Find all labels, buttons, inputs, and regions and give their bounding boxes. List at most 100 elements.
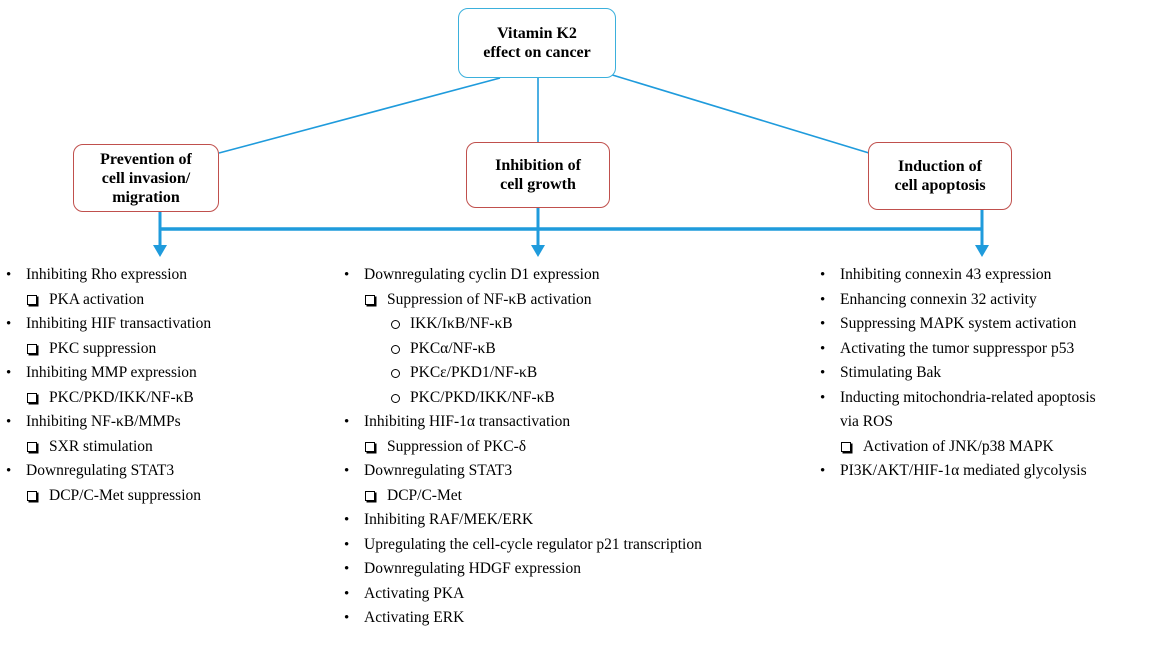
list-item: •Inhibiting HIF-1α transactivation: [344, 410, 702, 435]
checkbox-bullet-icon: [365, 490, 375, 501]
bullet-icon: •: [344, 267, 350, 283]
bullet-icon: •: [344, 561, 350, 577]
checkbox-bullet-icon: [27, 392, 37, 403]
sub-sub-item: PKCα/NF-κB: [344, 337, 702, 362]
list-item: •Activating ERK: [344, 606, 702, 631]
bullet-icon: •: [344, 585, 350, 602]
sub-sub-item-text: PKCα/NF-κB: [410, 339, 496, 357]
bullet-icon: •: [6, 316, 12, 332]
sub-sub-item: PKCε/PKD1/NF-κB: [344, 361, 702, 386]
list-item: •Downregulating cyclin D1 expression: [344, 263, 702, 288]
circle-bullet-icon: [391, 369, 400, 378]
list-item: •Inducting mitochondria-related apoptosi…: [820, 386, 1096, 411]
bullet-icon: •: [344, 463, 350, 479]
list-item: •Inhibiting NF-κB/MMPs: [6, 410, 211, 435]
list-item: • Suppressing MAPK system activation: [820, 312, 1096, 337]
checkbox-bullet-icon: [27, 343, 37, 354]
bullet-icon: •: [820, 365, 826, 381]
branch-line: Prevention of: [100, 150, 192, 168]
item-text: Stimulating Bak: [840, 364, 942, 381]
bullet-icon: •: [344, 536, 350, 553]
sub-sub-item: PKC/PKD/IKK/NF-κB: [344, 386, 702, 411]
checkbox-bullet-icon: [841, 441, 851, 452]
item-text: Inhibiting NF-κB/MMPs: [26, 413, 181, 430]
branch-label: Induction of cell apoptosis: [894, 157, 985, 195]
arrowhead-invasion: [153, 245, 167, 257]
sub-item: DCP/C-Met: [344, 484, 702, 509]
item-text: Activating the tumor suppresspor p53: [840, 339, 1075, 357]
item-text: Suppressing MAPK system activation: [840, 315, 1077, 332]
bullet-icon: •: [6, 365, 12, 381]
sub-item-text: SXR stimulation: [49, 437, 153, 455]
circle-bullet-icon: [391, 344, 400, 354]
list-item: •Upregulating the cell-cycle regulator p…: [344, 533, 702, 558]
item-text: Inhibiting connexin 43 expression: [840, 266, 1052, 283]
list-item: • PI3K/AKT/HIF-1α mediated glycolysis: [820, 459, 1096, 484]
sub-item-text: PKC suppression: [49, 339, 157, 357]
item-text: Enhancing connexin 32 activity: [840, 290, 1037, 308]
item-text: Inhibiting MMP expression: [26, 364, 197, 381]
sub-item: DCP/C-Met suppression: [6, 484, 211, 509]
checkbox-bullet-icon: [27, 441, 37, 452]
sub-item-text: Suppression of PKC-δ: [387, 437, 527, 455]
list-item: • Inhibiting HIF transactivation: [6, 312, 211, 337]
branch-line: Inhibition of: [495, 157, 581, 174]
item-text: Inhibiting Rho expression: [26, 266, 188, 283]
sub-sub-item-text: IKK/IκB/NF-κB: [410, 315, 513, 332]
checkbox-bullet-icon: [365, 294, 375, 305]
sub-item: Activation of JNK/p38 MAPK: [820, 435, 1096, 460]
bullet-icon: •: [820, 267, 826, 283]
list-item: • Inhibiting Rho expression: [6, 263, 211, 288]
root-node-label: Vitamin K2 effect on cancer: [483, 24, 591, 62]
branch-line: cell invasion/: [101, 169, 191, 187]
list-item-continuation: via ROS: [820, 410, 1096, 435]
bullet-icon: •: [820, 291, 826, 308]
branch-node-growth: Inhibition of cell growth: [466, 142, 610, 208]
arrowhead-growth: [531, 245, 545, 257]
bullet-icon: •: [344, 610, 350, 626]
branch-line: migration: [112, 188, 180, 206]
item-text-continuation: via ROS: [840, 413, 893, 430]
root-line: effect on cancer: [483, 44, 591, 61]
item-text: Downregulating STAT3: [364, 462, 513, 479]
circle-bullet-icon: [391, 320, 400, 329]
bullet-icon: •: [820, 316, 826, 332]
list-item: • Enhancing connexin 32 activity: [820, 288, 1096, 313]
branch-line: cell apoptosis: [894, 177, 986, 194]
bullet-icon: •: [344, 512, 350, 528]
connector-root-to-apoptosis: [595, 69, 870, 154]
sub-item-text: PKC/PKD/IKK/NF-κB: [49, 388, 194, 406]
branch-label: Inhibition of cell growth: [495, 156, 581, 194]
branch-node-invasion: Prevention of cell invasion/ migration: [73, 144, 219, 212]
sub-item-text: PKA activation: [49, 290, 145, 308]
checkbox-bullet-icon: [27, 490, 37, 501]
branch-node-apoptosis: Induction of cell apoptosis: [868, 142, 1012, 210]
item-text: Inducting mitochondria-related apoptosis: [840, 388, 1096, 406]
item-text: PI3K/AKT/HIF-1α mediated glycolysis: [840, 462, 1087, 479]
list-invasion: • Inhibiting Rho expression PKA activatio…: [6, 263, 211, 508]
branch-line: Induction of: [897, 158, 983, 175]
item-text: Downregulating HDGF expression: [364, 560, 581, 577]
item-text: Inhibiting HIF transactivation: [26, 315, 212, 332]
sub-item: PKC suppression: [6, 337, 211, 362]
bullet-icon: •: [820, 463, 826, 479]
list-item: • Downregulating STAT3: [344, 459, 702, 484]
sub-sub-item: IKK/IκB/NF-κB: [344, 312, 702, 337]
root-line: Vitamin K2: [497, 25, 577, 42]
root-node-vitamin-k2: Vitamin K2 effect on cancer: [458, 8, 616, 78]
sub-item: Suppression of NF-κB activation: [344, 288, 702, 313]
sub-item: Suppression of PKC-δ: [344, 435, 702, 460]
list-item: • Inhibiting MMP expression: [6, 361, 211, 386]
sub-item: PKC/PKD/IKK/NF-κB: [6, 386, 211, 411]
item-text: Inhibiting HIF-1α transactivation: [364, 413, 571, 430]
sub-item-text: DCP/C-Met: [387, 486, 462, 504]
checkbox-bullet-icon: [27, 294, 37, 305]
bullet-icon: •: [6, 463, 12, 479]
arrowhead-apoptosis: [975, 245, 989, 257]
bullet-icon: •: [6, 267, 12, 283]
sub-item: SXR stimulation: [6, 435, 211, 460]
list-growth: •Downregulating cyclin D1 expression Sup…: [344, 263, 702, 631]
item-text: Inhibiting RAF/MEK/ERK: [364, 511, 534, 528]
list-apoptosis: • Inhibiting connexin 43 expression • Enha…: [820, 263, 1096, 484]
